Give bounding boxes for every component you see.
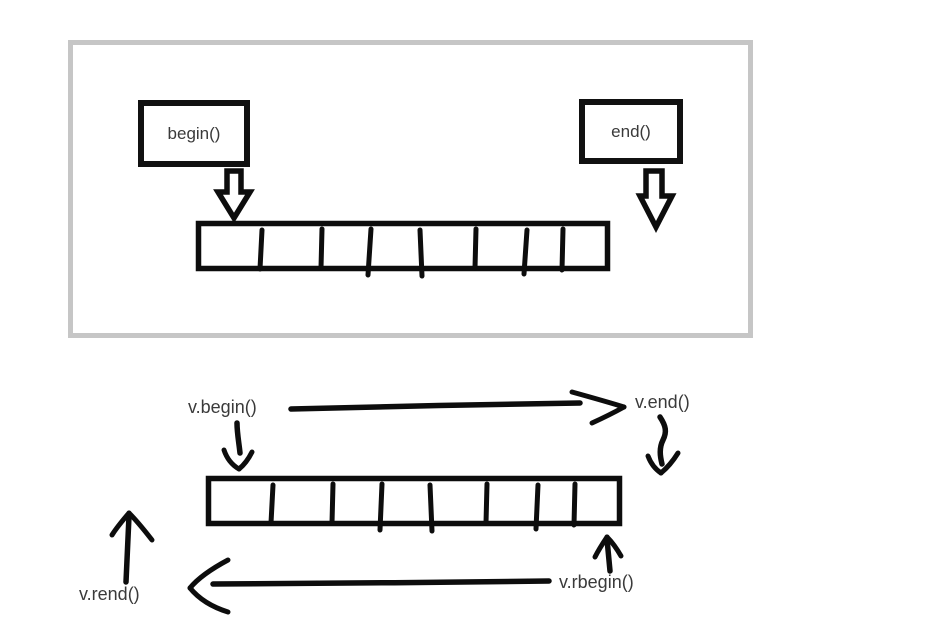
- arrow-head: [221, 447, 242, 472]
- begin-down-block-arrow: [213, 168, 255, 224]
- cell-divider: [533, 482, 541, 532]
- top-array-outline: [195, 220, 611, 272]
- arrow-shaft: [234, 420, 243, 456]
- cell-divider: [472, 226, 479, 271]
- cell-divider: [521, 227, 530, 277]
- end-box: end(): [579, 99, 683, 164]
- cell-divider: [571, 481, 578, 528]
- top-array-cell-dividers: [257, 226, 566, 279]
- cell-divider: [417, 227, 425, 279]
- arrow-shaft: [123, 513, 132, 585]
- cell-divider: [559, 226, 566, 273]
- v-rend-label: v.rend(): [79, 584, 140, 604]
- arrow-head: [658, 450, 681, 476]
- cell-divider: [318, 226, 325, 271]
- arrow-shaft: [288, 400, 583, 412]
- cell-divider: [329, 481, 336, 526]
- arrow-shaft: [657, 414, 669, 467]
- cell-divider: [257, 227, 265, 272]
- arrow-head: [589, 404, 627, 426]
- begin-box-label: begin(): [167, 123, 221, 143]
- arrow-head: [604, 534, 624, 559]
- v-rbegin-label: v.rbegin(): [559, 572, 634, 592]
- arrow-shaft: [210, 578, 552, 587]
- v-begin-to-v-end-arrow: [288, 389, 627, 426]
- arrow-head: [187, 557, 231, 591]
- end-box-label: end(): [611, 121, 651, 141]
- top-array: [195, 220, 611, 279]
- bottom-array-outline: [205, 475, 623, 527]
- cell-divider: [377, 481, 385, 533]
- v-rend-up-arrow: [109, 510, 155, 585]
- v-end-label: v.end(): [635, 392, 690, 412]
- arrow-head: [187, 585, 231, 615]
- top-panel-frame: [68, 40, 753, 338]
- arrow-head: [126, 510, 155, 543]
- v-rbegin-to-v-rend-arrow: [187, 557, 552, 615]
- cell-divider: [268, 482, 276, 526]
- end-down-block-arrow: [635, 168, 677, 233]
- v-begin-down-arrow: [221, 420, 255, 472]
- bottom-array: [205, 475, 623, 534]
- cell-divider: [483, 481, 490, 526]
- cell-divider: [427, 482, 435, 534]
- v-rbegin-up-arrow: [592, 534, 624, 574]
- arrow-shaft: [604, 536, 613, 574]
- begin-box: begin(): [138, 100, 250, 167]
- cell-divider: [365, 226, 374, 278]
- arrow-head: [236, 449, 255, 472]
- v-end-down-arrow: [645, 414, 681, 476]
- v-begin-label: v.begin(): [188, 397, 257, 417]
- arrow-head: [569, 389, 627, 410]
- bottom-array-cell-dividers: [268, 481, 578, 534]
